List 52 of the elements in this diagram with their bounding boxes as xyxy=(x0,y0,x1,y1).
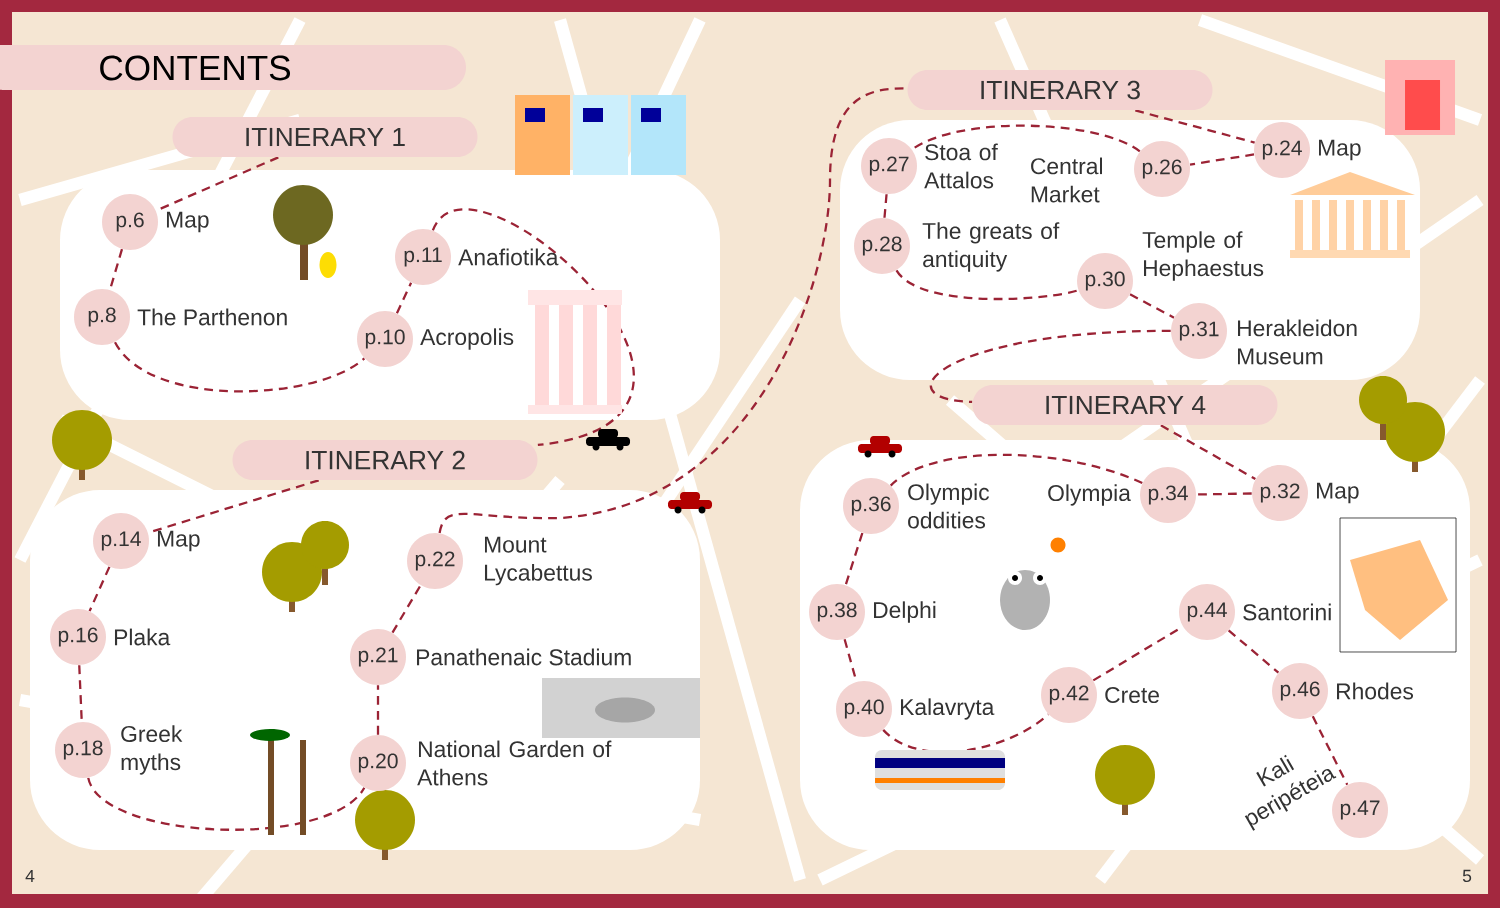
section-title: Acropolis xyxy=(420,328,514,350)
page-number: 5 xyxy=(1462,869,1472,883)
section-title: Olympia xyxy=(1048,484,1131,506)
dashed-route xyxy=(87,777,366,831)
dashed-route xyxy=(890,453,1143,487)
section-title: Rhodes xyxy=(1337,682,1414,700)
dashed-route xyxy=(88,566,111,612)
dashed-route xyxy=(376,685,380,735)
dashed-route xyxy=(844,532,864,586)
section-title: Central Market xyxy=(1031,157,1102,203)
section-title: Crete xyxy=(1105,686,1159,704)
section-title: Delphi xyxy=(874,601,936,623)
itinerary-banner: ITINERARY 3 xyxy=(907,70,1213,110)
section-title: Map xyxy=(1319,139,1361,161)
dashed-route xyxy=(895,269,1079,301)
itinerary-banner: ITINERARY 1 xyxy=(172,117,478,157)
section-title: Map xyxy=(158,530,200,552)
dashed-route xyxy=(1196,492,1252,496)
dashed-route xyxy=(431,208,635,447)
section-title: National Garden of Athens xyxy=(417,740,612,786)
page-number: 4 xyxy=(25,869,35,883)
section-title: Kalavryta xyxy=(901,698,995,720)
itinerary-banner: ITINERARY 4 xyxy=(972,385,1278,425)
section-title: Santorini xyxy=(1243,603,1331,621)
section-title: Panathenaic Stadium xyxy=(417,648,631,666)
dashed-route xyxy=(911,124,1141,153)
section-title: The greats of antiquity xyxy=(922,222,1060,272)
dashed-route xyxy=(883,194,888,218)
section-title: Herakleidon Museum xyxy=(1238,319,1357,365)
section-title: The Parthenon xyxy=(137,308,287,326)
section-title: Greek myths xyxy=(121,725,183,775)
section-title: Map xyxy=(1317,482,1359,504)
itinerary-banner: ITINERARY 2 xyxy=(232,440,538,480)
dashed-route xyxy=(1135,109,1255,144)
dashed-route xyxy=(78,665,83,722)
section-title: Stoa of Attalos xyxy=(924,143,998,189)
section-title: Mount Lycabettus xyxy=(485,536,592,586)
title-banner: CONTENTS xyxy=(0,45,466,90)
section-title: Temple of Hephaestus xyxy=(1142,231,1264,281)
dashed-route xyxy=(1189,153,1255,166)
section-title: Olympic oddities xyxy=(908,483,990,529)
dashed-route xyxy=(114,341,365,393)
dashed-route xyxy=(395,282,413,314)
dashed-route xyxy=(1227,629,1280,674)
section-title: Anafiotika xyxy=(458,248,559,266)
dashed-route xyxy=(1160,424,1256,480)
section-title: Plaka xyxy=(115,628,171,646)
dashed-route xyxy=(1311,715,1349,786)
dashed-route xyxy=(1129,293,1175,319)
dashed-route xyxy=(391,584,422,634)
section-title: Map xyxy=(167,211,209,233)
dashed-route xyxy=(930,329,1171,403)
